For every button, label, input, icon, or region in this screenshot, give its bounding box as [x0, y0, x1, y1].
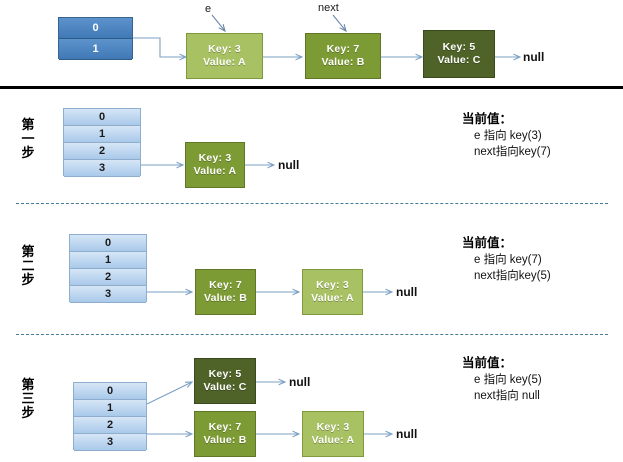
step3-node-key7: Key: 7 Value: B — [194, 411, 256, 457]
step-caption-2: 第 二 步 — [18, 244, 38, 288]
notes-line: e 指向 key(7) — [474, 254, 542, 266]
node-value: Value: B — [321, 56, 365, 68]
section-separator-dashed-1 — [16, 203, 608, 204]
step-caption-char: 步 — [21, 272, 35, 288]
node-key: Key: 3 — [198, 151, 232, 164]
notes-title: 当前值： — [462, 236, 513, 250]
bucket-cell-2: 2 — [70, 269, 146, 286]
notes-line: next指向key(7) — [474, 145, 551, 158]
bucket-cell-0: 0 — [59, 18, 132, 39]
node-value: Value: B — [203, 292, 248, 304]
bucket-cell-1: 1 — [74, 400, 146, 417]
node-key: Key: 3 — [316, 420, 350, 433]
node-key7-top: Key: 7 Value: B — [305, 33, 381, 79]
step-caption-char: 第 — [21, 244, 35, 259]
step-caption-3: 第 三 步 — [18, 377, 38, 421]
notes-title: 当前值： — [462, 356, 513, 370]
step1-table-array: 0 1 2 3 — [63, 108, 141, 177]
bucket-cell-0: 0 — [64, 109, 140, 126]
node-value: Value: B — [203, 434, 247, 446]
bucket-cell-0: 0 — [74, 383, 146, 400]
notes-title: 当前值： — [462, 112, 513, 126]
step3-node-key5: Key: 5 Value: C — [194, 358, 256, 404]
step3-null-terminator-lower: null — [396, 427, 418, 441]
step1-null-terminator: null — [278, 158, 300, 172]
bucket-cell-3: 3 — [70, 286, 146, 303]
bucket-cell-3: 3 — [64, 160, 140, 177]
step-caption-char: 步 — [21, 405, 35, 421]
node-value: Value: C — [203, 381, 247, 393]
step-caption-char: 第 — [21, 377, 35, 392]
notes-line: e 指向 key(5) — [474, 374, 542, 386]
pointer-label-next: next — [318, 2, 339, 14]
null-terminator-top: null — [523, 50, 545, 64]
node-key: Key: 5 — [442, 40, 476, 53]
notes-line: next指向 null — [474, 389, 540, 402]
step2-node-key3: Key: 3 Value: A — [302, 269, 363, 315]
step2-table-array: 0 1 2 3 — [69, 234, 147, 303]
old-table-array: 0 1 — [58, 17, 133, 60]
step-caption-char: 第 — [21, 117, 35, 132]
node-value: Value: C — [437, 54, 481, 66]
step3-table-array: 0 1 2 3 — [73, 382, 147, 451]
node-key5-top: Key: 5 Value: C — [423, 30, 495, 78]
section-separator-solid — [0, 86, 623, 89]
node-value: Value: A — [311, 434, 355, 446]
step2-notes: 当前值： e 指向 key(7) next指向key(5) — [462, 232, 551, 284]
step3-null-terminator-upper: null — [289, 375, 311, 389]
bucket-cell-2: 2 — [64, 143, 140, 160]
step1-node-key3: Key: 3 Value: A — [185, 142, 245, 188]
notes-line: e 指向 key(3) — [474, 130, 542, 142]
step-caption-char: 二 — [21, 258, 35, 274]
step3-notes: 当前值： e 指向 key(5) next指向 null — [462, 352, 542, 404]
bucket-cell-1: 1 — [70, 252, 146, 269]
bucket-cell-0: 0 — [70, 235, 146, 252]
node-value: Value: A — [203, 56, 246, 68]
notes-line: next指向key(5) — [474, 269, 551, 282]
node-key: Key: 3 — [316, 278, 349, 291]
step-caption-char: 步 — [21, 145, 35, 161]
step1-notes: 当前值： e 指向 key(3) next指向key(7) — [462, 108, 551, 160]
node-key: Key: 7 — [208, 420, 242, 433]
bucket-cell-1: 1 — [59, 39, 132, 60]
step3-node-key3: Key: 3 Value: A — [302, 411, 364, 457]
step-caption-char: 一 — [21, 131, 35, 147]
node-value: Value: A — [311, 292, 354, 304]
step-caption-1: 第 一 步 — [18, 117, 38, 161]
section-separator-dashed-2 — [16, 334, 608, 335]
step2-null-terminator: null — [396, 285, 418, 299]
step2-node-key7: Key: 7 Value: B — [195, 269, 256, 315]
node-value: Value: A — [193, 165, 237, 177]
bucket-cell-3: 3 — [74, 434, 146, 451]
node-key: Key: 3 — [208, 42, 241, 55]
step-caption-char: 三 — [21, 391, 35, 407]
node-key3-top: Key: 3 Value: A — [186, 33, 263, 79]
pointer-label-e: e — [205, 3, 212, 15]
node-key: Key: 7 — [326, 42, 360, 55]
bucket-cell-1: 1 — [64, 126, 140, 143]
node-key: Key: 7 — [209, 278, 242, 291]
node-key: Key: 5 — [208, 367, 242, 380]
bucket-cell-2: 2 — [74, 417, 146, 434]
